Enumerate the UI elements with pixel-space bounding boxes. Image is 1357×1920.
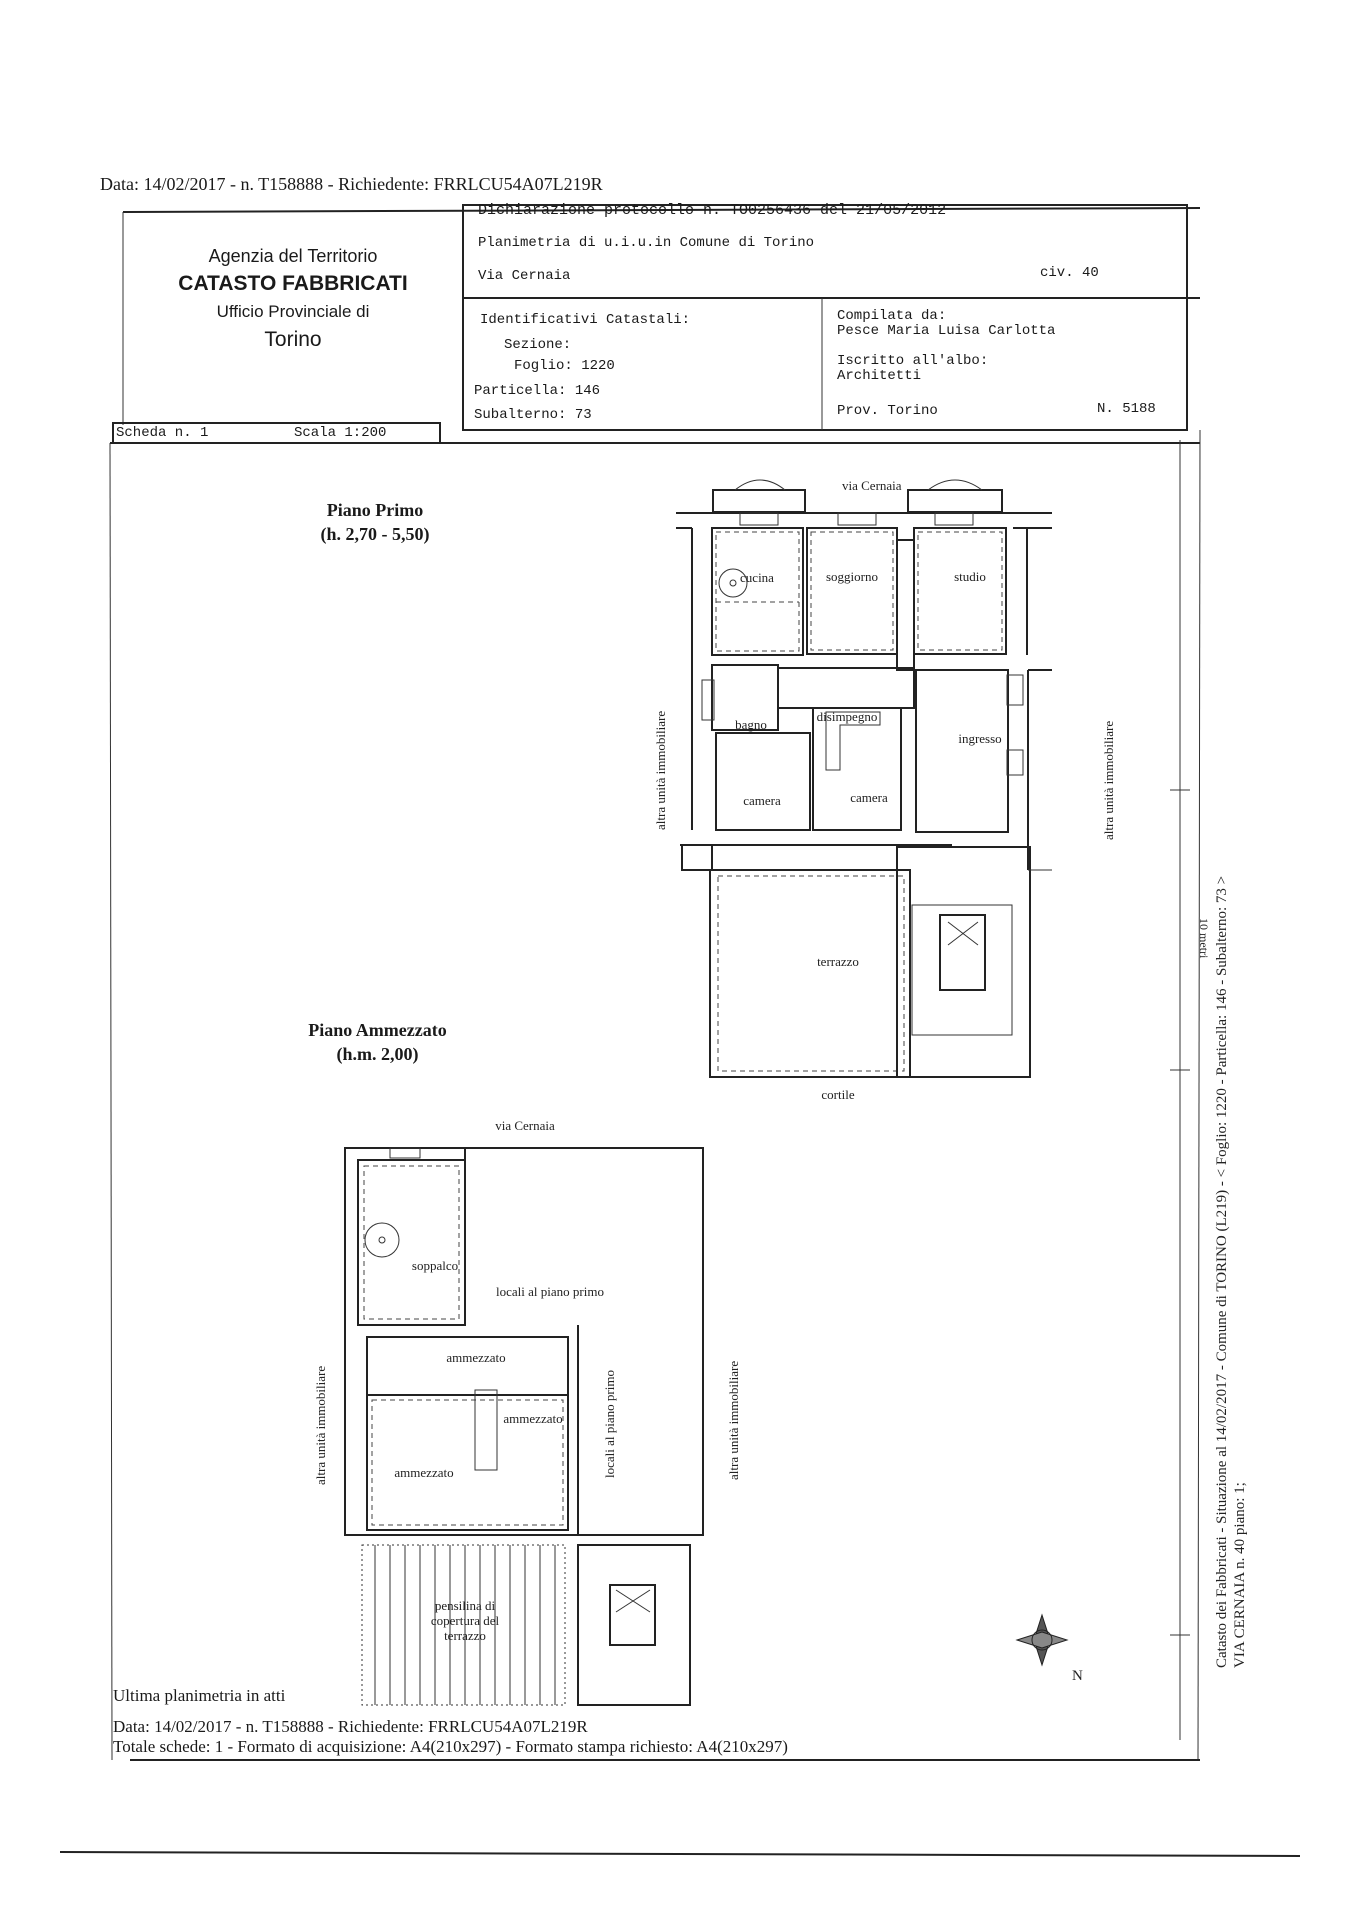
north-compass-icon (1015, 1613, 1069, 1667)
piano-ammezzato-height: (h.m. 2,00) (336, 1044, 419, 1064)
compiler-province: Prov. Torino (837, 403, 938, 419)
piano-primo-title: Piano Primo (326, 500, 424, 520)
planimetria-line: Planimetria di u.i.u.in Comune di Torino (478, 235, 815, 251)
piano-ammezzato-title: Piano Ammezzato (308, 1020, 447, 1040)
civic-number: civ. 40 (1040, 265, 1099, 281)
scheda-scale: Scala 1:200 (294, 425, 387, 441)
piano-primo-height: (h. 2,70 - 5,50) (320, 524, 430, 544)
office-label: Ufficio Provinciale di (216, 302, 370, 321)
scheda-number: Scheda n. 1 (116, 425, 209, 441)
identifiers-title: Identificativi Catastali: (480, 312, 691, 328)
street-name: Via Cernaia (478, 268, 571, 284)
piano-ammezzato-heading: Piano Ammezzato (h.m. 2,00) (290, 1018, 465, 1066)
footer-last-plan: Ultima planimetria in atti (113, 1686, 286, 1705)
header-request-line: Data: 14/02/2017 - n. T158888 - Richiede… (100, 174, 603, 194)
compiler-name: Pesce Maria Luisa Carlotta (837, 323, 1056, 339)
foglio: Foglio: 1220 (514, 358, 615, 374)
agency-block: Agenzia del Territorio CATASTO FABBRICAT… (123, 242, 463, 354)
albo-label: Iscritto all'albo: (837, 353, 989, 369)
subalterno: Subalterno: 73 (474, 407, 592, 423)
sezione: Sezione: (504, 337, 572, 353)
agency-name: Agenzia del Territorio (208, 246, 378, 266)
catasto-title: CATASTO FABBRICATI (178, 272, 408, 295)
compiler-number: N. 5188 (1097, 401, 1156, 417)
floor-plan-piano-primo (676, 479, 1052, 1078)
office-city: Torino (264, 328, 322, 351)
piano-primo-heading: Piano Primo (h. 2,70 - 5,50) (300, 498, 450, 546)
footer-request-line: Data: 14/02/2017 - n. T158888 - Richiede… (113, 1717, 588, 1736)
albo-value: Architetti (837, 368, 922, 384)
floor-plan-piano-ammezzato (344, 1147, 704, 1706)
footer-sheets-format: Totale schede: 1 - Formato di acquisizio… (113, 1737, 788, 1756)
compiler-label: Compilata da: (837, 308, 947, 324)
particella: Particella: 146 (474, 383, 601, 399)
protocol-line: Dichiarazione protocollo n. TO0256436 de… (478, 202, 947, 219)
